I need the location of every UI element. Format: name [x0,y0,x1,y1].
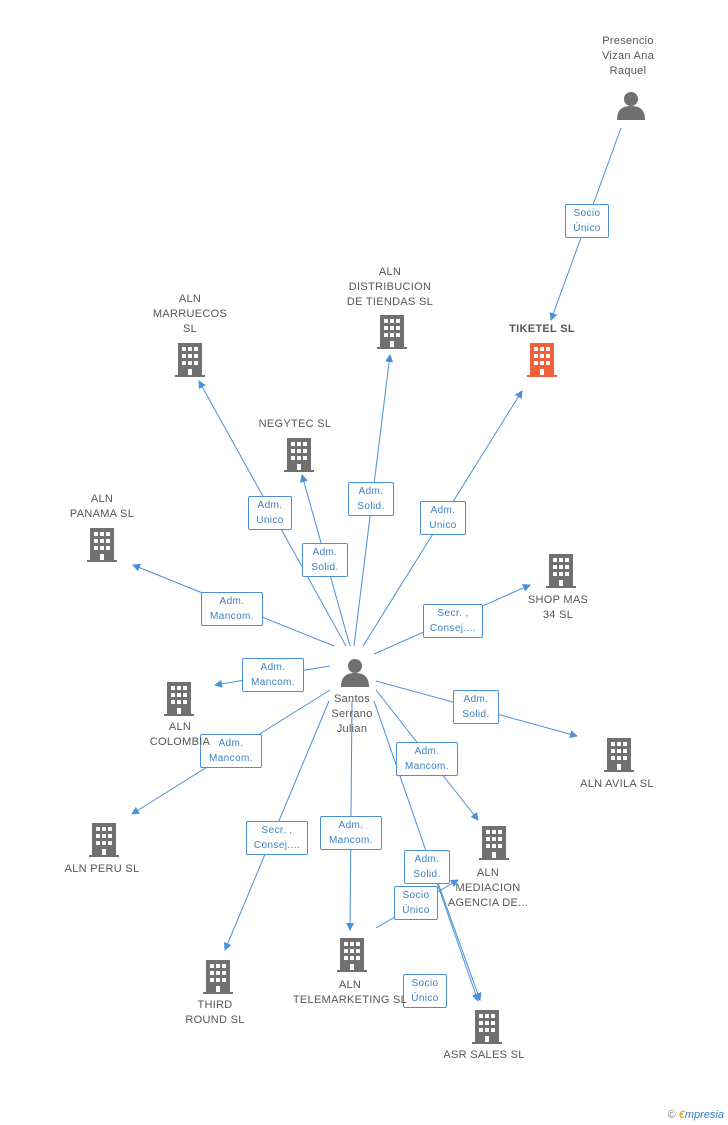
brand-logo-initial: € [678,1109,685,1121]
relation-tag-santos_distrib[interactable]: Adm. Solid. [348,482,394,516]
node-label-marruecos[interactable]: ALN MARRUECOS SL [152,293,228,335]
relation-tag-santos_telemk[interactable]: Adm. Mancom. [320,816,382,850]
relation-tag-presencio_tiketel[interactable]: Socio Único [565,204,609,238]
relation-tag-santos_third[interactable]: Secr. , Consej.... [246,821,308,855]
building-icon-marruecos[interactable] [175,343,205,377]
relation-tag-santos_tiketel[interactable]: Adm. Unico [420,501,466,535]
node-label-third[interactable]: THIRD ROUND SL [185,999,245,1026]
node-label-shopmas[interactable]: SHOP MAS 34 SL [527,594,589,621]
copyright-symbol: © [667,1109,676,1121]
relation-tag-santos_asr[interactable]: Adm. Solid. [404,850,450,884]
edges-layer [131,127,622,1002]
building-icon-colombia[interactable] [164,682,194,716]
relation-tag-santos_marruecos[interactable]: Adm. Unico [248,496,292,530]
relation-tag-santos_shopmas[interactable]: Secr. , Consej.... [423,604,483,638]
building-icon-peru[interactable] [89,823,119,857]
relation-tag-santos_avila[interactable]: Adm. Solid. [453,690,499,724]
node-label-peru[interactable]: ALN PERU SL [64,863,140,875]
person-icon-santos[interactable] [341,659,369,687]
node-label-colombia[interactable]: ALN COLOMBIA [149,721,211,748]
nodes-layer [87,92,645,1044]
node-label-telemk[interactable]: ALN TELEMARKETING SL [292,979,408,1006]
building-icon-asr[interactable] [472,1010,502,1044]
node-label-tiketel[interactable]: TIKETEL SL [509,323,575,335]
node-label-distrib[interactable]: ALN DISTRIBUCION DE TIENDAS SL [346,266,434,308]
building-icon-third[interactable] [203,960,233,994]
footer-brand: © €mpresia [668,1109,724,1121]
node-label-asr[interactable]: ASR SALES SL [443,1049,525,1061]
edge-santos_telemk [346,700,355,931]
edge-telemk_asr [436,879,482,1001]
person-icon-presencio[interactable] [617,92,645,120]
relation-tag-telemk_asr[interactable]: Socio Único [403,974,447,1008]
building-icon-distrib[interactable] [377,315,407,349]
relation-tag-santos_colombia[interactable]: Adm. Mancom. [242,658,304,692]
building-icon-panama[interactable] [87,528,117,562]
building-icon-negytec[interactable] [284,438,314,472]
relation-tag-telemk_mediacion[interactable]: Socio Único [394,886,438,920]
relation-tag-santos_negytec[interactable]: Adm. Solid. [302,543,348,577]
building-icon-tiketel[interactable] [527,343,557,377]
node-label-santos[interactable]: Santos Serrano Julian [331,693,373,735]
node-label-presencio[interactable]: Presencio Vizan Ana Raquel [601,35,655,77]
relation-tag-santos_panama[interactable]: Adm. Mancom. [201,592,263,626]
building-icon-telemk[interactable] [337,938,367,972]
building-icon-mediacion[interactable] [479,826,509,860]
node-label-avila[interactable]: ALN AVILA SL [580,778,654,790]
building-icon-avila[interactable] [604,738,634,772]
relation-tag-santos_peru[interactable]: Adm. Mancom. [200,734,262,768]
brand-logo-text: mpresia [684,1109,724,1121]
node-label-mediacion[interactable]: ALN MEDIACION AGENCIA DE... [447,867,529,909]
relation-tag-santos_mediacion[interactable]: Adm. Mancom. [396,742,458,776]
node-label-negytec[interactable]: NEGYTEC SL [258,418,332,430]
node-label-panama[interactable]: ALN PANAMA SL [69,493,135,520]
building-icon-shopmas[interactable] [546,554,576,588]
